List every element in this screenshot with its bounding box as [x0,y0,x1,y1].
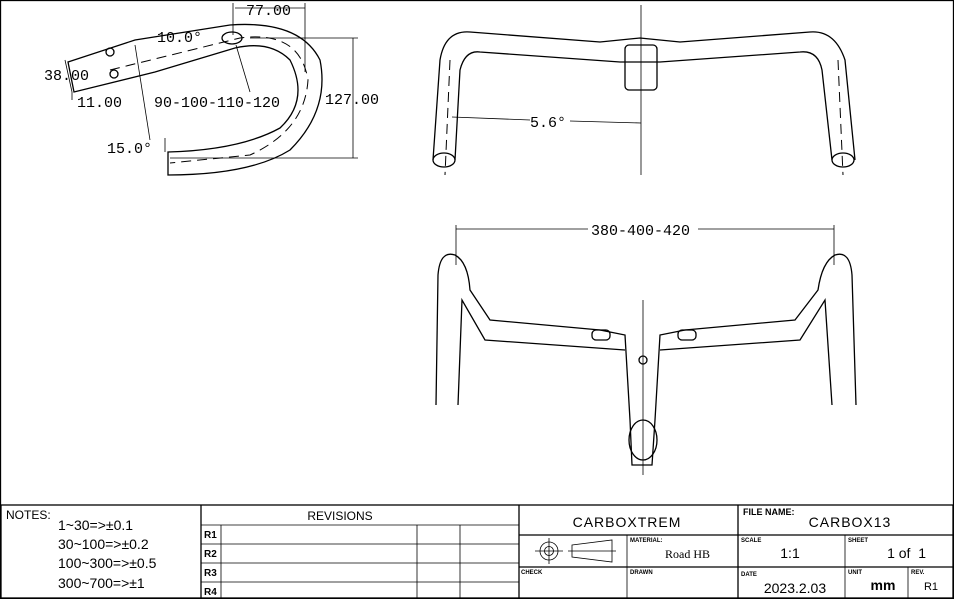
check-label: CHECK [521,570,543,576]
note-3: 100~300=>±0.5 [58,555,157,571]
file-name: CARBOX13 [809,514,892,530]
front-view: 5.6° [432,5,856,176]
sheet-value: 1 of 1 [887,545,926,561]
dim-flare: 5.6° [530,115,566,132]
revision-r3: R3 [204,568,217,579]
dim-drop: 127.00 [325,92,379,109]
note-2: 30~100=>±0.2 [58,536,149,552]
material-label: MATERIAL: [630,538,663,544]
revision-r2: R2 [204,549,217,560]
scale-value: 1:1 [780,545,800,561]
dim-offset: 11.00 [77,95,122,112]
note-4: 300~700=>±1 [58,575,145,591]
dim-clamp: 38.00 [44,68,89,85]
note-1: 1~30=>±0.1 [58,517,133,533]
sheet-label: SHEET [848,538,868,544]
date-label: DATE [741,572,757,578]
date-value: 2023.2.03 [764,580,826,596]
scale-label: SCALE [741,538,761,544]
rev-value: R1 [924,581,938,593]
unit-label: UNIT [848,570,862,576]
revision-r4: R4 [204,587,217,598]
dim-stem-lengths: 90-100-110-120 [154,95,280,112]
material-value: Road HB [665,547,710,561]
revision-r1: R1 [204,530,217,541]
title-block: NOTES: 1~30=>±0.1 30~100=>±0.2 100~300=>… [0,504,954,599]
rev-label: REV. [911,570,925,576]
dim-widths: 380-400-420 [591,223,690,240]
dim-reach: 77.00 [246,3,291,20]
file-name-label: FILE NAME: [743,507,795,517]
company-logo: CARBOXTREM [573,514,682,530]
notes-label: NOTES: [6,508,51,522]
drawn-label: DRAWN [630,570,653,576]
revisions-label: REVISIONS [307,509,372,523]
unit-value: mm [871,577,896,593]
side-view: 77.00 10.0° 38.00 11.00 90-100-110-120 1… [44,3,379,176]
top-view: 380-400-420 [435,223,857,475]
dim-rise-angle: 10.0° [157,30,202,47]
dim-drop-angle: 15.0° [107,141,152,158]
